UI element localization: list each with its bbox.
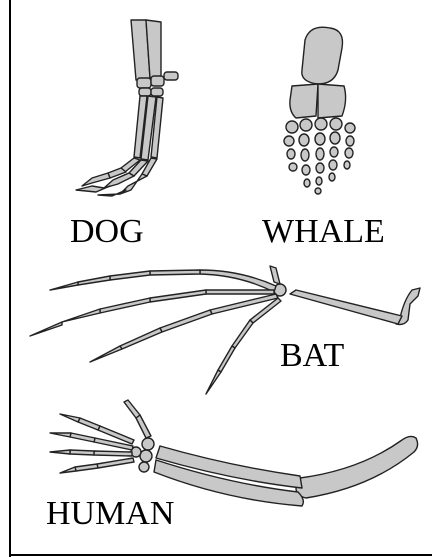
bat-digit-5-c <box>218 346 235 372</box>
human-carpal-1 <box>142 438 154 450</box>
human-thumb-phalanx <box>124 400 140 418</box>
bat-digit-2-d <box>78 276 110 285</box>
bat-digit-3-b <box>150 290 206 302</box>
bat-label: BAT <box>280 337 344 374</box>
human-finger-3 <box>50 450 132 456</box>
whale-carpal-4 <box>330 118 342 130</box>
dog-carpal-1 <box>137 78 151 88</box>
whale-carpal-5 <box>345 123 355 133</box>
dog-carpal-4 <box>139 88 151 96</box>
bat-digit-2-e <box>50 282 78 290</box>
bat-digit-5-b <box>232 320 253 348</box>
dog-label: DOG <box>70 213 144 250</box>
whale-digit-2 <box>299 134 310 187</box>
bat-thumb <box>270 266 280 284</box>
whale-ulna <box>318 84 346 118</box>
bat-digit-5-d <box>206 370 221 394</box>
bat-digit-2-b <box>150 270 200 275</box>
dog-carpal-3 <box>164 72 178 80</box>
whale-digit-3 <box>315 133 325 194</box>
dog-carpal-5 <box>151 88 163 96</box>
whale-carpal-2 <box>300 119 312 131</box>
whale-digit-4 <box>329 132 340 181</box>
bat-digit-2-c <box>110 271 150 280</box>
human-label: HUMAN <box>46 495 174 532</box>
bat-digit-3-c <box>100 298 150 313</box>
human-thumb-metacarpal <box>136 415 151 438</box>
dog-claw-3 <box>98 190 126 196</box>
bat-digit-3-d <box>62 309 100 322</box>
whale-carpal-3 <box>315 118 327 130</box>
dog-forelimb <box>76 20 178 196</box>
bat-digit-4-d <box>90 346 122 362</box>
bat-digit-4-c <box>120 328 162 349</box>
whale-flipper <box>284 27 355 194</box>
whale-digit-1 <box>284 136 297 171</box>
human-carpal-3 <box>139 462 149 472</box>
human-carpal-2 <box>140 450 152 462</box>
whale-carpal-1 <box>286 121 298 133</box>
human-finger-4 <box>60 458 134 473</box>
whale-humerus <box>302 27 343 84</box>
bat-digit-4-b <box>160 310 212 332</box>
human-arm <box>50 400 418 506</box>
bat-wing <box>30 266 420 394</box>
whale-digit-5 <box>344 136 354 169</box>
human-humerus <box>296 436 418 498</box>
bat-digit-3-e <box>30 322 62 336</box>
bat-digit-3-a <box>206 290 274 294</box>
bat-radius <box>290 290 402 324</box>
whale-label: WHALE <box>262 213 385 250</box>
dog-carpal-2 <box>151 76 164 86</box>
bat-digit-2-a <box>200 270 276 292</box>
dog-claw-1 <box>82 173 110 186</box>
whale-radius <box>290 84 318 118</box>
